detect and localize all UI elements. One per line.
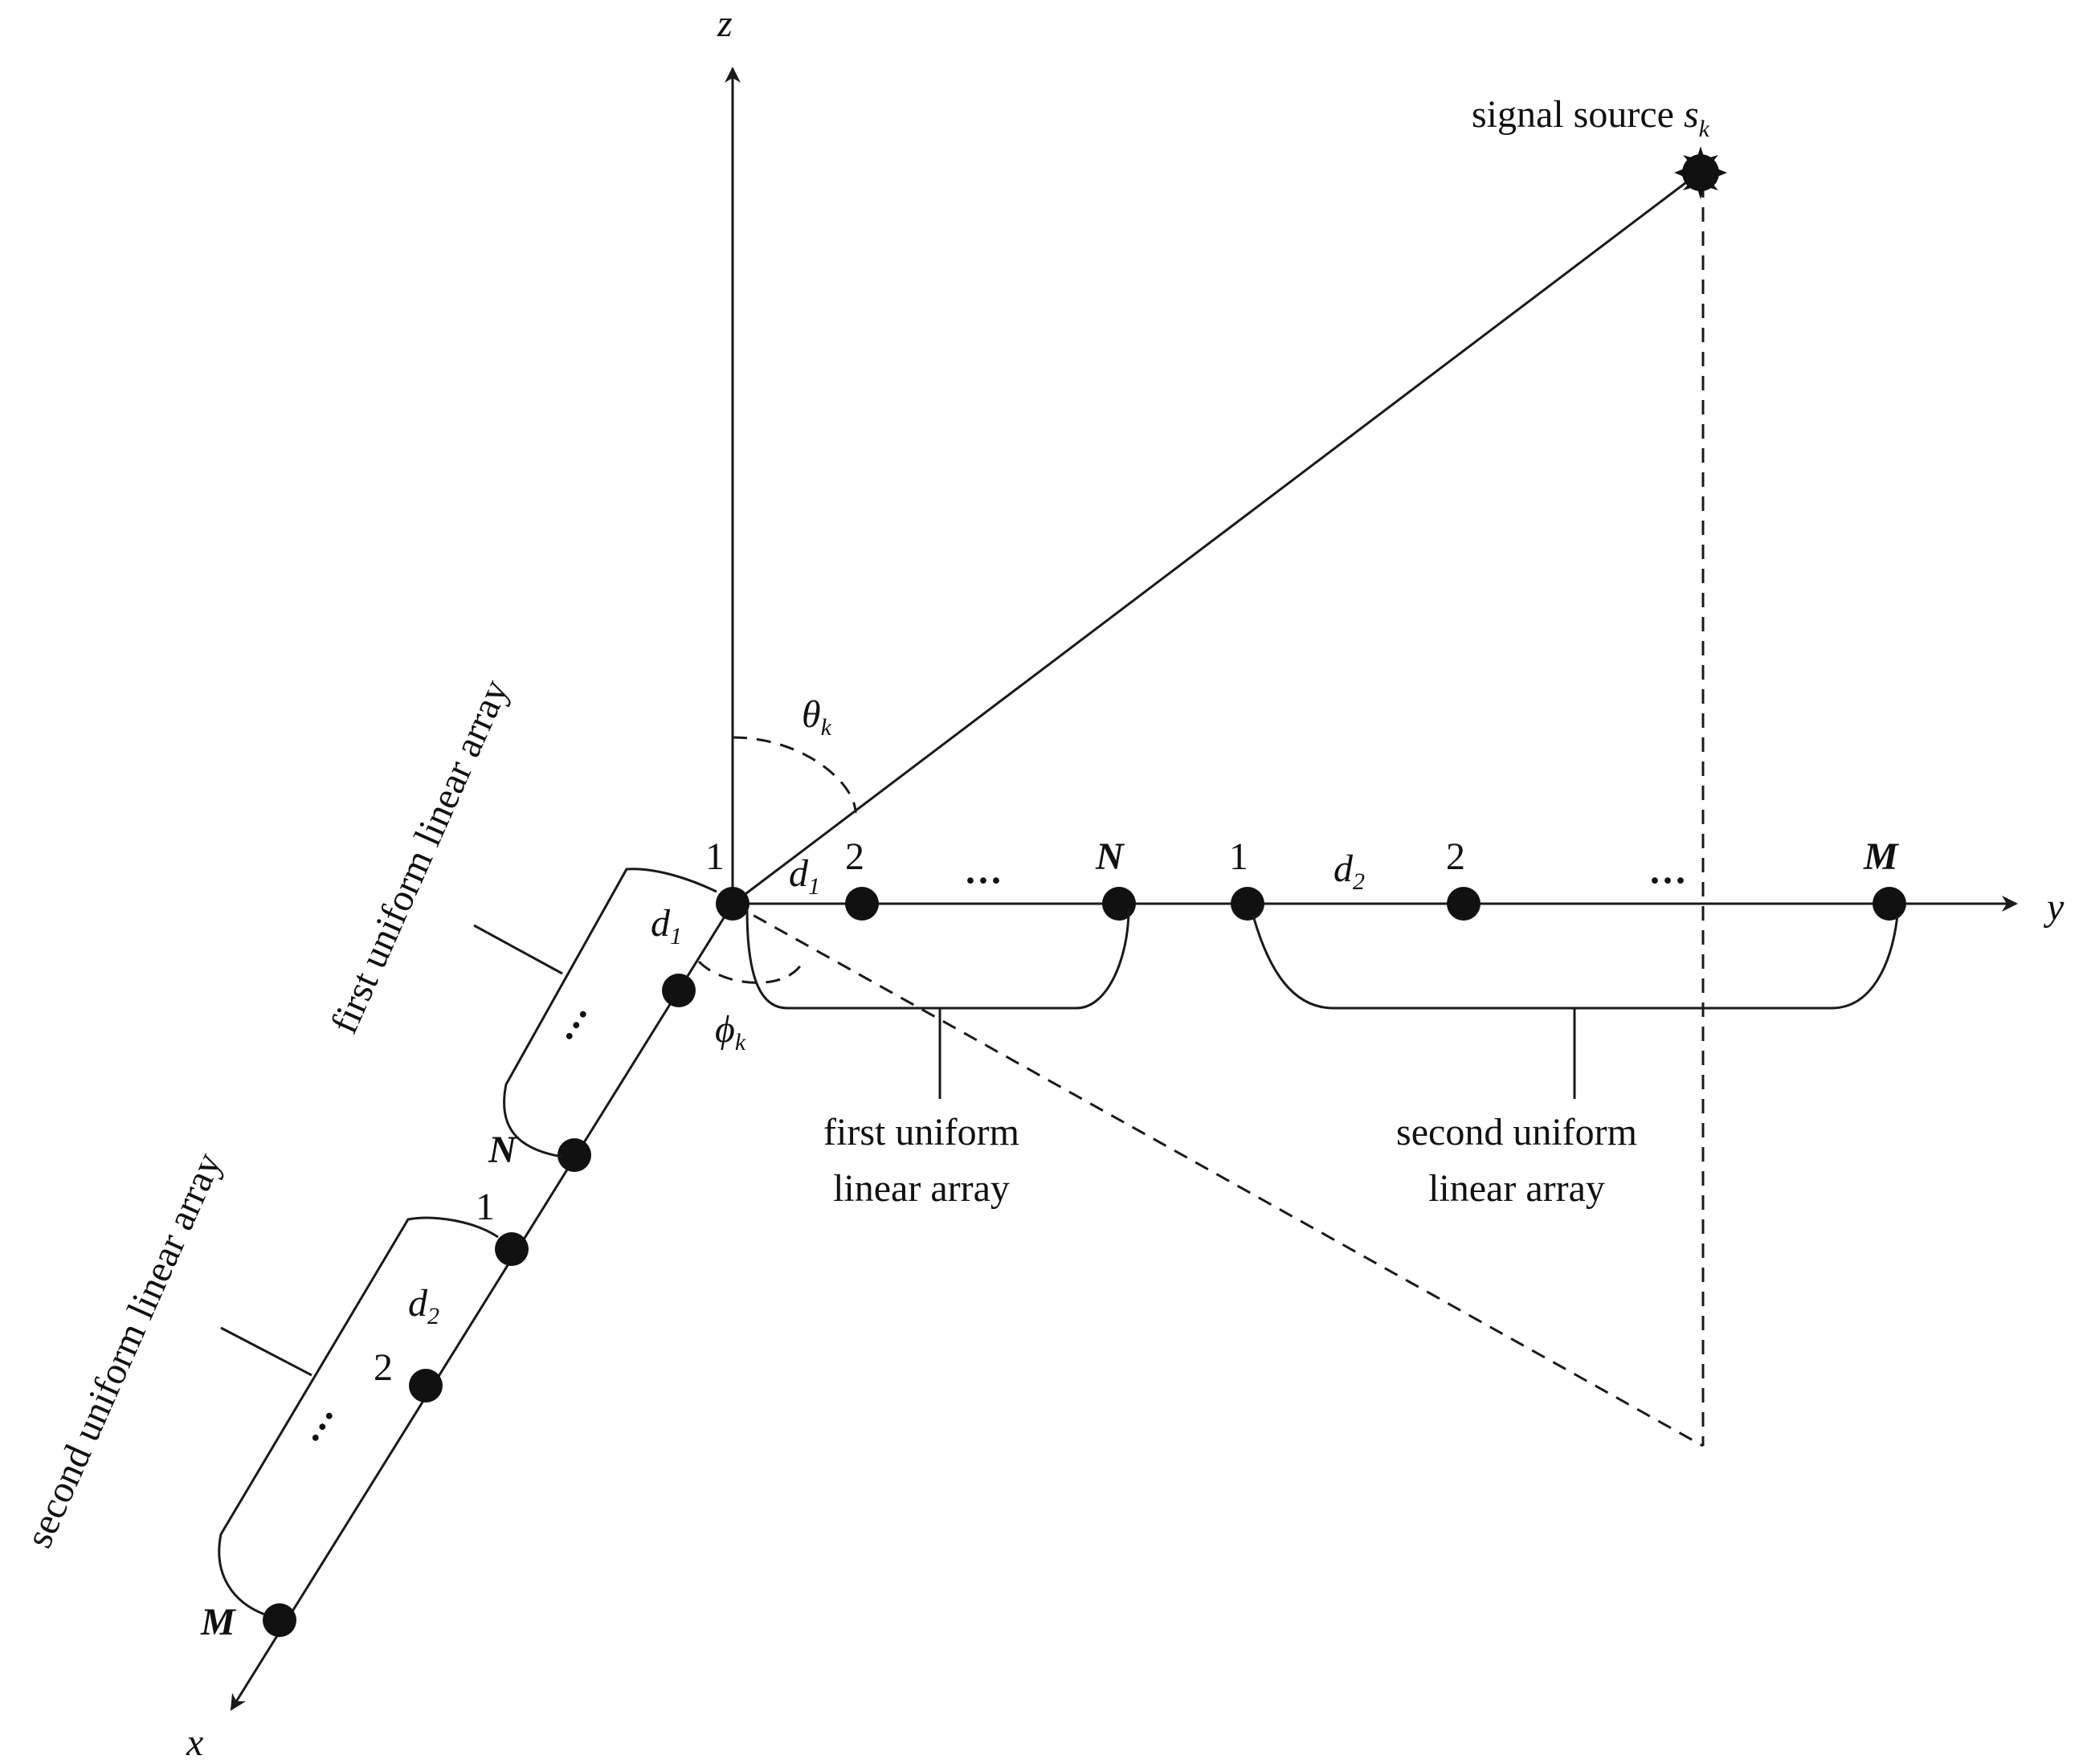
signal-source-icon [1674,146,1727,199]
y-second-array-element [1873,887,1906,921]
x-second-ellipsis: ··· [294,1399,350,1455]
y-first-array-label: first uniform [823,1111,1019,1154]
y-first-array-label: linear array [833,1167,1010,1210]
theta-arc [732,736,857,814]
phi-arc [697,960,803,984]
x-second-element-label: M [200,1601,237,1644]
theta-label: θk [802,693,832,741]
y-first-array-element [845,887,879,921]
y-second-element-label: 1 [1229,835,1248,878]
y-first-array-element [716,887,749,921]
y-second-element-label: 2 [1446,835,1465,878]
y-second-array-element [1447,887,1481,921]
y-second-array-brace [1252,915,1899,1099]
x-second-array-brace [218,1216,499,1616]
x-first-array-brace [473,868,717,1158]
y-first-ellipsis: ··· [964,860,1003,902]
x-first-array-element [662,974,696,1007]
x-second-array-element [495,1232,529,1266]
x-second-array-label: second uniform linear array [18,1146,231,1554]
y-first-array-brace [745,909,1130,1099]
x-spacing-d2: d2 [408,1282,439,1329]
x-first-array-element [557,1138,591,1172]
x-first-array-label: first uniform linear array [323,673,517,1039]
z-axis-label: z [717,2,733,45]
phi-label: ϕk [715,1008,746,1056]
source-ray [732,171,1700,905]
x-first-ellipsis: ··· [548,998,604,1053]
y-second-ellipsis: ··· [1648,860,1687,902]
x-first-element-label: N [488,1129,518,1171]
x-spacing-d1: d1 [651,902,682,949]
y-first-array-element [1102,887,1136,921]
y-second-array-element [1231,887,1264,921]
y-spacing-d1: d1 [789,852,820,900]
y-first-element-label: 2 [845,835,864,878]
signal-source-label: signal source sk [1472,93,1710,142]
x-axis-label: x [186,1721,203,1764]
y-axis-label: y [2043,886,2065,929]
y-second-element-label: M [1863,835,1900,878]
y-second-array-label: linear array [1428,1167,1605,1210]
x-second-array-element [263,1603,296,1637]
x-axis [230,903,734,1711]
y-first-element-label: N [1095,835,1125,878]
x-second-element-label: 2 [374,1346,393,1389]
y-second-array-label: second uniform [1396,1111,1637,1154]
y-spacing-d2: d2 [1333,847,1365,895]
y-first-element-label: 1 [705,835,725,878]
x-second-element-label: 1 [476,1186,495,1228]
source-ground-projection [732,902,1704,1448]
x-second-array-element [409,1369,443,1403]
